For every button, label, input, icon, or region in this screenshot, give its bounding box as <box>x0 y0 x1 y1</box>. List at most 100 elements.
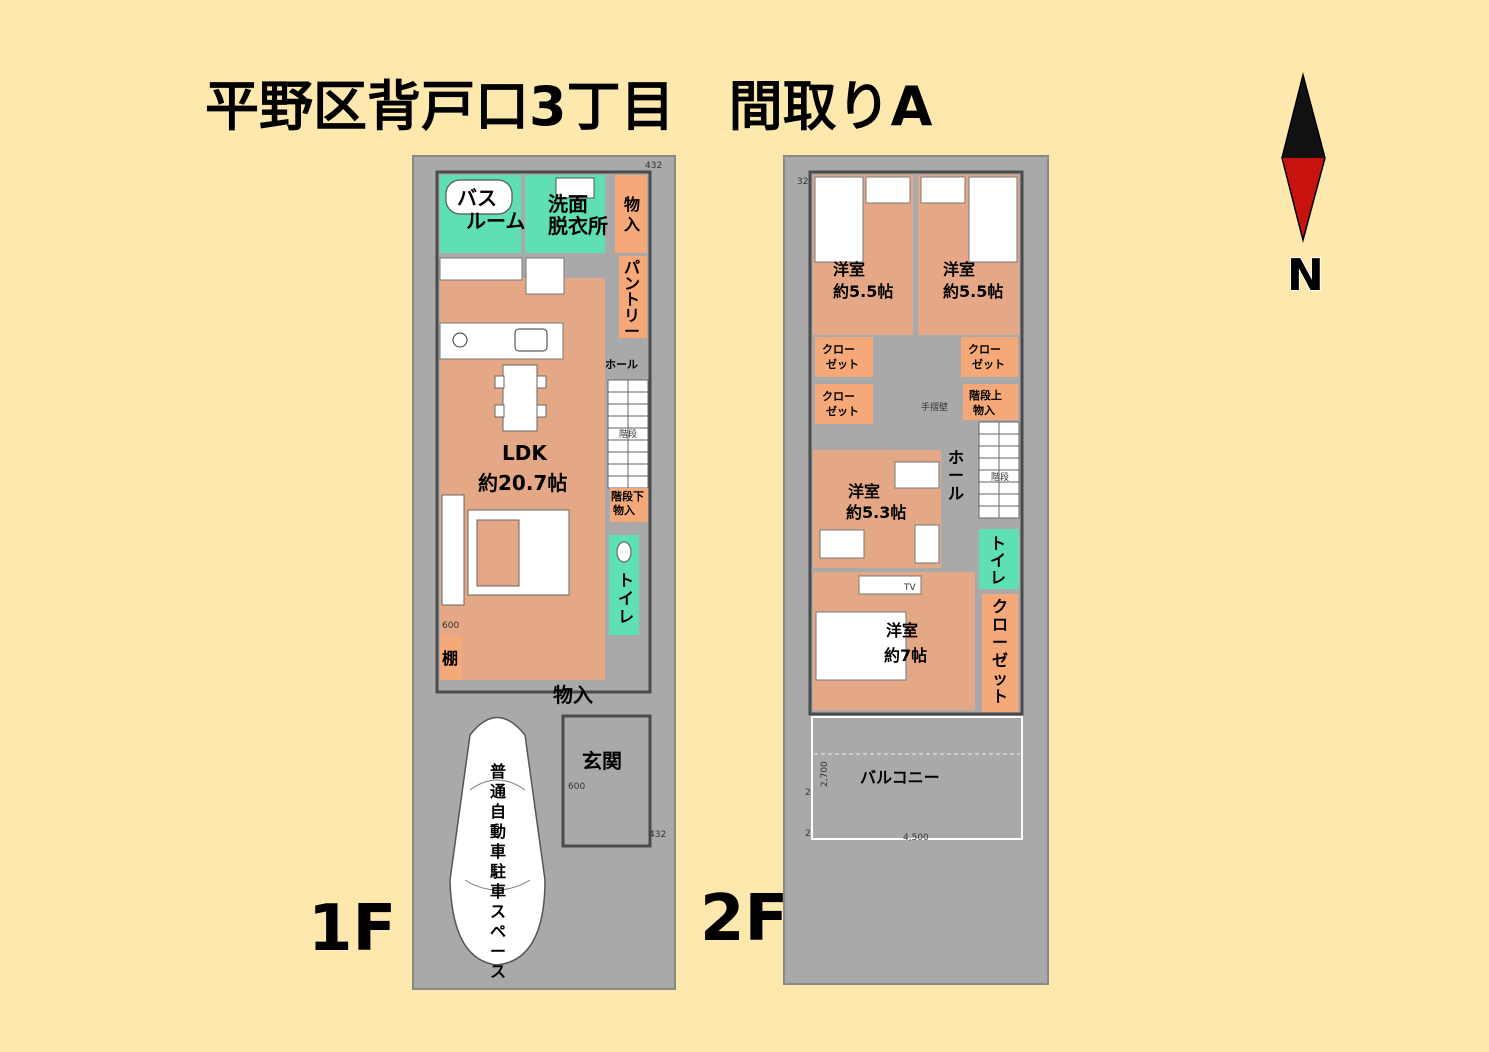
toilet-2f-char-2: イ <box>990 551 1006 570</box>
closet-big-char-3: ー <box>992 633 1008 652</box>
chair-mid-icon <box>819 529 865 559</box>
svg-text:車: 車 <box>490 842 506 861</box>
dim-2f-a: 32 <box>797 177 808 187</box>
desk-nw-icon <box>865 176 911 204</box>
room-mid-label: 洋室 <box>848 482 880 501</box>
closet-1-label-2: ゼット <box>826 357 859 371</box>
stairs-label-1f: 階段 <box>619 428 637 440</box>
dim-1f-e: 432 <box>649 830 666 840</box>
bed-master-icon <box>815 611 907 681</box>
washroom-label-2: 脱衣所 <box>548 214 608 238</box>
dim-2f-d: 2 <box>805 829 811 839</box>
pantry <box>619 256 647 338</box>
bed-nw-icon <box>814 176 864 263</box>
svg-text:自: 自 <box>490 802 506 821</box>
upper-storage-label-1: 階段上 <box>969 388 1002 402</box>
closet-3-label-2: ゼット <box>826 404 859 418</box>
closet-1 <box>815 337 873 377</box>
kitchen-counter <box>439 322 564 360</box>
toilet-1f-char-2: イ <box>618 589 634 608</box>
bath-label-2: ルーム <box>466 209 525 233</box>
closet-2-label-1: クロー <box>968 343 1001 356</box>
closet-big-char-1: ク <box>992 597 1008 616</box>
room-ne-label: 洋室 <box>943 260 975 279</box>
closet-2-label-2: ゼット <box>972 357 1005 371</box>
washroom-label-1: 洗面 <box>548 192 588 216</box>
coffee-table-icon <box>476 519 520 587</box>
closet-big-char-5: ッ <box>992 669 1008 688</box>
toilet-1f-char-1: ト <box>618 571 634 590</box>
master-size: 約7帖 <box>884 646 927 665</box>
understairs-label-2: 物入 <box>613 503 635 517</box>
hall-2f-char-3: ル <box>948 484 964 503</box>
upper-storage-label-2: 物入 <box>973 403 995 417</box>
floor-1f: 1F バス ルーム 洗面 脱衣所 物 入 LDK 約20.7帖 <box>308 155 676 990</box>
stairs-label-2f: 階段 <box>991 471 1009 483</box>
svg-text:ス: ス <box>490 962 506 981</box>
stairs-2f <box>978 421 1020 519</box>
toilet-2f-char-1: ト <box>990 534 1006 553</box>
sink-icon <box>514 328 548 352</box>
hall-label-1f: ホール <box>605 358 638 371</box>
hall-2f-char-2: ー <box>948 466 964 485</box>
storage-top-label-1: 物 <box>624 195 640 214</box>
entrance-label: 玄関 <box>582 749 622 773</box>
closet-1-label-1: クロー <box>822 343 855 356</box>
dim-1f-c: 600 <box>442 621 459 631</box>
closet-big <box>982 594 1018 712</box>
room-mid-size: 約5.3帖 <box>846 503 906 522</box>
fridge-icon <box>525 257 565 295</box>
stove-icon <box>452 332 468 348</box>
storage-top-label-2: 入 <box>624 215 640 234</box>
dining-table-icon <box>502 364 538 432</box>
desk-ne-icon <box>920 176 966 204</box>
building-1f <box>435 170 652 694</box>
entrance <box>561 714 652 848</box>
understairs-storage <box>610 488 648 522</box>
parking-label: 普 通 自 動 車 駐 車 ス ペ ー ス <box>490 762 506 981</box>
svg-text:ス: ス <box>490 902 506 921</box>
svg-text:通: 通 <box>490 782 506 801</box>
pantry-char-1: パ <box>624 258 640 277</box>
floor-2f: 2F 32 洋室 約5.5帖 洋室 約5.5帖 クロー ゼット クロー ゼット … <box>700 155 1049 985</box>
dim-1f-a: 432 <box>645 161 662 171</box>
room-nw-size: 約5.5帖 <box>833 282 893 301</box>
stairs-1f <box>607 379 649 489</box>
ldk-size: 約20.7帖 <box>478 471 567 495</box>
room-nw-label: 洋室 <box>833 260 865 279</box>
closet-big-char-2: ロ <box>992 615 1008 634</box>
svg-text:ペ: ペ <box>490 922 506 941</box>
dim-2f-e: 2 <box>805 788 811 798</box>
closet-3-label-1: クロー <box>822 390 855 403</box>
shelf-label: 棚 <box>442 649 458 668</box>
pantry-char-4: リ <box>624 306 640 325</box>
compass: N <box>1281 72 1326 302</box>
bed-ne-icon <box>968 176 1018 263</box>
pantry-char-5: ー <box>624 322 640 341</box>
tv-board-icon <box>441 494 465 606</box>
bathtub-icon <box>445 179 513 215</box>
room-ne-size: 約5.5帖 <box>943 282 1003 301</box>
svg-text:普: 普 <box>490 762 506 781</box>
svg-text:ー: ー <box>490 942 506 961</box>
floor-label-2f: 2F <box>700 882 788 956</box>
shelf <box>440 635 462 680</box>
tv-label: TV <box>903 583 916 593</box>
compass-south-arrow-icon <box>1282 158 1325 240</box>
page-title: 平野区背戸口3丁目 間取りA <box>205 75 933 138</box>
handrail-label: 手摺壁 <box>921 401 948 413</box>
desk-mid-icon <box>894 461 940 489</box>
toilet-1f-char-3: レ <box>618 607 634 626</box>
building-2f <box>808 170 1024 716</box>
master-label: 洋室 <box>886 621 918 640</box>
closet-3 <box>815 384 873 424</box>
pantry-char-2: ン <box>624 274 640 293</box>
storage-entry-label: 物入 <box>553 683 593 707</box>
svg-text:車: 車 <box>490 882 506 901</box>
balcony <box>811 716 1023 840</box>
ldk-label: LDK <box>502 441 548 465</box>
storage-top <box>615 175 647 253</box>
svg-text:駐: 駐 <box>490 862 506 881</box>
compass-north-arrow-icon <box>1282 75 1325 158</box>
